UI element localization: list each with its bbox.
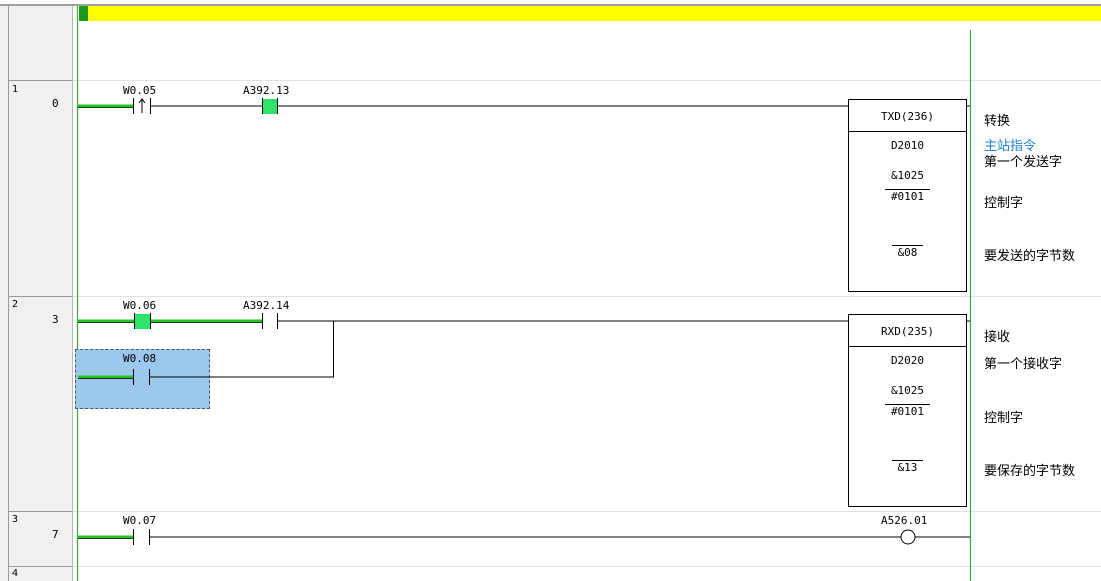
rung-separator bbox=[73, 566, 1101, 567]
contact-w0-08[interactable] bbox=[0, 0, 340, 400]
contact-w0-05 bbox=[133, 98, 151, 114]
contact-label[interactable]: W0.07 bbox=[123, 514, 157, 527]
contact-label[interactable]: A392.14 bbox=[243, 299, 290, 312]
comment: 转换 bbox=[984, 114, 1011, 129]
operand: #0101 bbox=[849, 404, 966, 418]
rung-separator bbox=[73, 80, 1101, 81]
coil-a526-01 bbox=[900, 529, 916, 545]
operand: &1025 bbox=[890, 169, 925, 182]
comment: 第一个接收字 bbox=[984, 357, 1063, 372]
contact-label[interactable]: W0.06 bbox=[123, 299, 157, 312]
top-border bbox=[0, 4, 1101, 6]
gutter-row-separator bbox=[8, 511, 72, 512]
contact-w0-06 bbox=[134, 313, 151, 329]
rung-separator bbox=[73, 511, 1101, 512]
rung-number[interactable]: 1 bbox=[12, 84, 19, 95]
rung-number[interactable]: 2 bbox=[12, 299, 19, 310]
contact-label[interactable]: W0.08 bbox=[123, 352, 157, 365]
rung-separator bbox=[73, 296, 1101, 297]
comment: 要保存的字节数 bbox=[984, 464, 1076, 479]
instruction-name: TXD(236) bbox=[849, 103, 966, 132]
comment: 接收 bbox=[984, 330, 1011, 345]
rung-number[interactable]: 3 bbox=[12, 514, 19, 525]
gutter-row-separator bbox=[8, 296, 72, 297]
highlight-bar bbox=[88, 6, 1101, 21]
comment: 控制字 bbox=[984, 411, 1024, 426]
step-number: 3 bbox=[52, 313, 59, 326]
operand: D2010 bbox=[890, 139, 925, 152]
comment-blue: 主站指令 bbox=[984, 139, 1037, 154]
step-number: 7 bbox=[52, 528, 59, 541]
comment: 控制字 bbox=[984, 196, 1024, 211]
gutter-edge bbox=[8, 6, 9, 581]
instruction-name: RXD(235) bbox=[849, 318, 966, 347]
operand: D2020 bbox=[890, 354, 925, 367]
contact-w0-07 bbox=[133, 529, 150, 545]
gutter-row-separator bbox=[8, 566, 72, 567]
contact-a392-13 bbox=[262, 98, 278, 114]
operand: &13 bbox=[849, 460, 966, 474]
step-number: 0 bbox=[52, 97, 59, 110]
rxd-instruction-block[interactable]: RXD(235) D2020 &1025 #0101 &13 bbox=[848, 314, 967, 507]
txd-instruction-block[interactable]: TXD(236) D2010 &1025 #0101 &08 bbox=[848, 99, 967, 292]
comment: 第一个发送字 bbox=[984, 155, 1063, 170]
contact-label[interactable]: W0.05 bbox=[123, 84, 157, 97]
comment: 要发送的字节数 bbox=[984, 249, 1076, 264]
operand: #0101 bbox=[849, 189, 966, 203]
rung-gutter bbox=[0, 6, 73, 581]
operand: &08 bbox=[849, 245, 966, 259]
operand: &1025 bbox=[890, 384, 925, 397]
selection-box[interactable] bbox=[75, 349, 210, 409]
contact-label[interactable]: A392.13 bbox=[243, 84, 290, 97]
rung-number[interactable]: 4 bbox=[12, 568, 19, 579]
coil-label[interactable]: A526.01 bbox=[881, 514, 928, 527]
gutter-row-separator bbox=[8, 80, 72, 81]
contact-a392-14 bbox=[262, 313, 278, 329]
cursor-marker[interactable] bbox=[79, 6, 88, 21]
